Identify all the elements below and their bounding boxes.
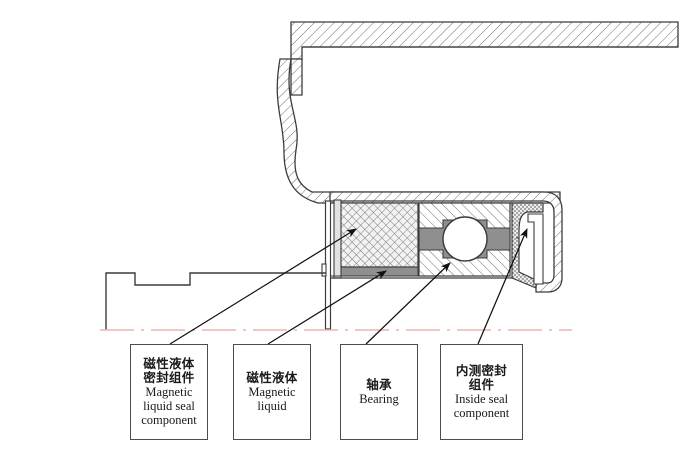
- callout-en-line: Bearing: [359, 392, 399, 406]
- callout-en-line: component: [453, 406, 510, 420]
- curved-shroud-band: [276, 58, 561, 204]
- inside-seal-component-region: [511, 202, 544, 289]
- callout-en-line: Magnetic: [145, 385, 193, 399]
- callout-cn-line: 组件: [468, 377, 495, 392]
- magnetic-liquid-seal-component-region: [333, 199, 419, 279]
- callout-bearing: 轴承 Bearing: [340, 344, 418, 440]
- callout-cn-line: 磁性液体: [246, 370, 298, 385]
- flange-left-stub: [290, 58, 303, 96]
- callout-en-line: Magnetic: [248, 385, 296, 399]
- leader-lines: [169, 228, 528, 345]
- shaft-spacer-bar: [321, 200, 332, 330]
- leader-inside-seal-component: [477, 228, 528, 345]
- callout-cn-line: 轴承: [366, 377, 392, 392]
- bearing-ball: [442, 216, 488, 262]
- callout-cn-line: 密封组件: [143, 370, 195, 385]
- top-flange-plate: [290, 21, 679, 60]
- callout-magnetic-liquid-seal-component: 磁性液体 密封组件 Magnetic liquid seal component: [130, 344, 208, 440]
- callout-inside-seal-component: 内测密封 组件 Inside seal component: [440, 344, 523, 440]
- leader-magnetic-liquid: [267, 270, 387, 345]
- callout-en-line: component: [141, 413, 197, 427]
- leader-bearing: [365, 262, 451, 345]
- leader-magnetic-liquid-seal-component: [169, 228, 357, 345]
- assembly-bottom-edge: [330, 275, 512, 279]
- callout-en-line: liquid seal: [143, 399, 195, 413]
- callout-cn-line: 内测密封: [455, 363, 508, 378]
- callout-en-line: Inside seal: [454, 392, 509, 406]
- callout-magnetic-liquid: 磁性液体 Magnetic liquid: [233, 344, 311, 440]
- callout-cn-line: 磁性液体: [143, 356, 195, 371]
- callout-en-line: liquid: [257, 399, 287, 413]
- left-stepped-shaft-profile: [105, 272, 326, 330]
- bearing-assembly: [418, 202, 511, 277]
